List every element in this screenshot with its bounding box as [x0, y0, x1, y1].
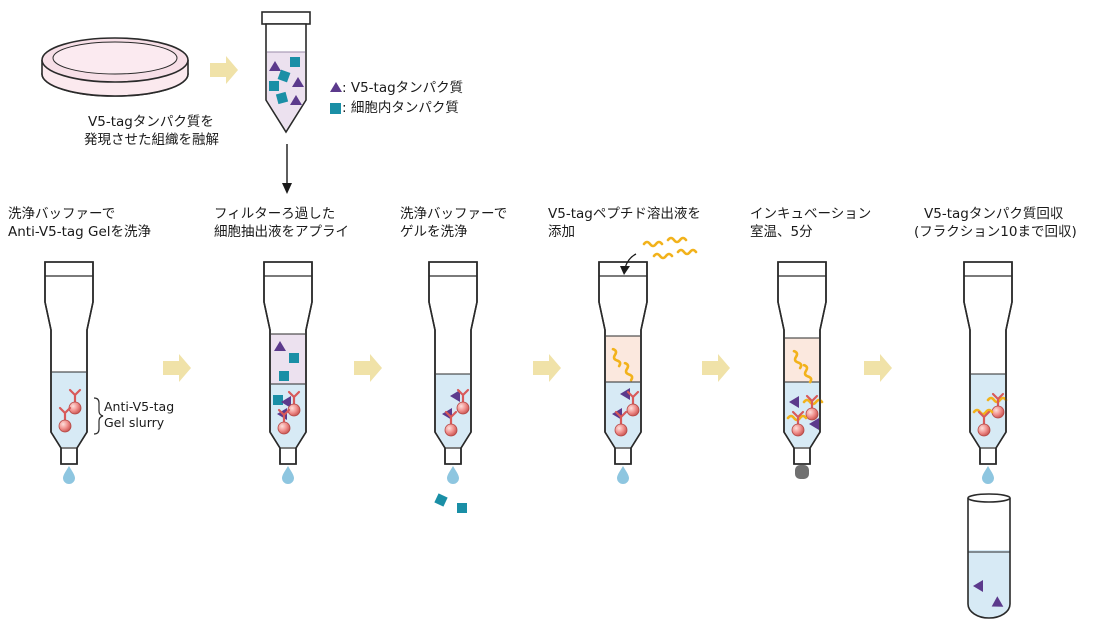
step-2-line1: フィルターろ過した: [214, 206, 336, 222]
step-arrow-icon: [533, 354, 561, 382]
square-icon: [457, 503, 467, 513]
step-3-line1: 洗浄バッファーで: [400, 206, 508, 222]
bracket-icon: [93, 397, 104, 435]
step-3-line2: ゲルを洗浄: [400, 224, 468, 240]
column-step-5: [777, 261, 827, 479]
column-step-1: [44, 261, 94, 484]
step-6-line1: V5-tagタンパク質回収: [924, 206, 1064, 222]
column-step-6: [963, 261, 1013, 484]
lysate-tube-icon: [261, 11, 311, 134]
step-arrow-icon: [354, 354, 382, 382]
step-arrow-icon: [163, 354, 191, 382]
down-arrow-icon: [282, 144, 292, 194]
triangle-legend-icon: [330, 82, 342, 92]
step-6-line2: (フラクション10まで回収): [914, 224, 1077, 240]
lysate-caption-line2: 発現させた組織を融解: [84, 132, 219, 148]
column-step-2: [263, 261, 313, 484]
step-arrow-icon: [702, 354, 730, 382]
step-5-line1: インキュベーション: [750, 206, 872, 222]
column-step-4: [598, 261, 648, 484]
peptide-icon: [642, 236, 698, 260]
square-legend-icon: [330, 103, 341, 114]
petri-dish-icon: [41, 37, 189, 97]
step-arrow-icon: [210, 56, 238, 84]
step-arrow-icon: [864, 354, 892, 382]
gel-label-line1: Anti-V5-tag: [104, 399, 175, 414]
step-4-line1: V5-tagペプチド溶出液を: [548, 206, 701, 222]
legend-intracellular-protein: : 細胞内タンパク質: [342, 100, 459, 116]
lysate-caption-line1: V5-tagタンパク質を: [88, 114, 214, 130]
cap-icon: [795, 465, 809, 479]
collection-tube-icon: [967, 493, 1011, 619]
step-5-line2: 室温、5分: [750, 224, 813, 240]
step-4-line2: 添加: [548, 224, 575, 240]
step-1-line2: Anti-V5-tag Gelを洗浄: [8, 224, 152, 240]
step-1-line1: 洗浄バッファーで: [8, 206, 116, 222]
step-2-line2: 細胞抽出液をアプライ: [214, 224, 349, 240]
square-icon: [434, 493, 448, 507]
legend-v5-tag-protein: : V5-tagタンパク質: [342, 80, 464, 96]
column-step-3: [428, 261, 478, 484]
gel-label-line2: Gel slurry: [104, 415, 165, 430]
